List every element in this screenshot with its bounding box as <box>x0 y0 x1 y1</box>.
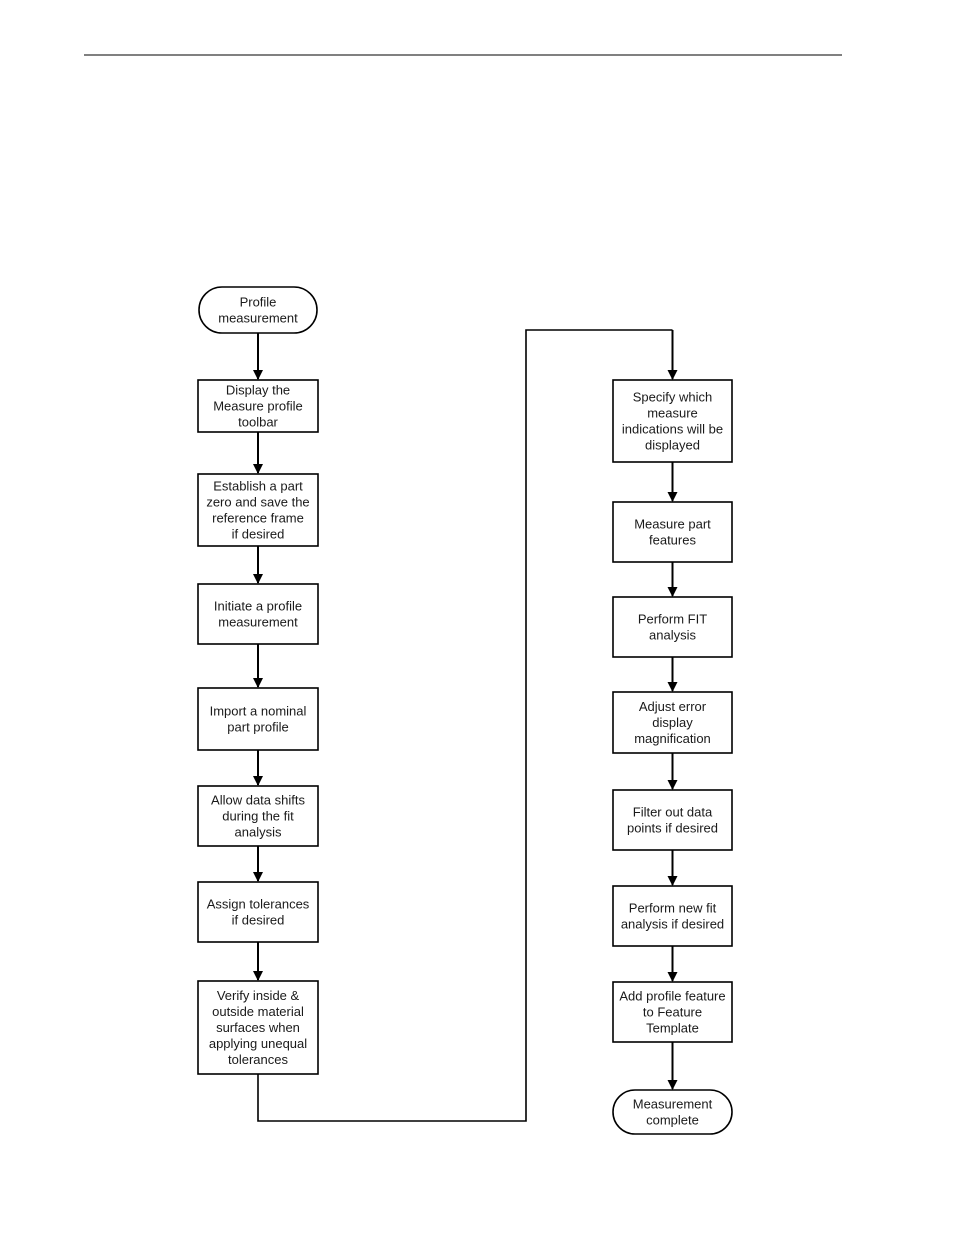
node-label-line: Allow data shifts <box>211 793 305 808</box>
node-label-line: Import a nominal <box>210 704 307 719</box>
node-label-line: Filter out data <box>633 805 713 820</box>
node-label-line: tolerances <box>228 1052 288 1067</box>
node-label-line: analysis if desired <box>621 917 724 932</box>
node-label-line: applying unequal <box>209 1036 307 1051</box>
node-label-line: if desired <box>232 913 285 928</box>
node-label-line: Establish a part <box>213 479 303 494</box>
terminal-shape <box>198 286 318 334</box>
node-label-line: indications will be <box>622 422 723 437</box>
node-label-line: Initiate a profile <box>214 599 302 614</box>
node-label-line: Measurement <box>633 1097 713 1112</box>
process-box <box>612 501 733 563</box>
node-label-line: measure <box>647 406 698 421</box>
process-box <box>197 980 319 1075</box>
node-label-line: Perform FIT <box>638 612 707 627</box>
node-label-line: reference frame <box>212 511 304 526</box>
process-box <box>197 583 319 645</box>
node-label-line: Profile <box>240 295 277 310</box>
process-box <box>197 881 319 943</box>
node-label-line: Template <box>646 1021 699 1036</box>
node-label-line: toolbar <box>238 415 278 430</box>
node-label-line: Perform new fit <box>629 901 717 916</box>
process-box <box>612 596 733 658</box>
node-label-line: measurement <box>218 615 298 630</box>
node-label-line: Adjust error <box>639 699 707 714</box>
node-label-line: Measure profile <box>213 399 303 414</box>
node-label-line: magnification <box>634 731 711 746</box>
node-label-line: measurement <box>218 311 298 326</box>
node-label-line: part profile <box>227 720 288 735</box>
node-label-line: during the fit <box>222 809 294 824</box>
flow-connectors <box>253 329 678 1122</box>
node-label-line: points if desired <box>627 821 718 836</box>
process-box <box>612 379 733 463</box>
node-label-line: display <box>652 715 693 730</box>
node-label-line: complete <box>646 1113 699 1128</box>
node-label-line: Display the <box>226 383 290 398</box>
column-connector-line <box>257 329 673 1122</box>
process-box <box>612 885 733 947</box>
node-label-line: Measure part <box>634 517 711 532</box>
node-label-line: if desired <box>232 527 285 542</box>
process-box <box>197 687 319 751</box>
flow-node-verify-surfaces: Verify inside &outside materialsurfaces … <box>197 980 319 1075</box>
node-label-line: displayed <box>645 438 700 453</box>
node-label-line: analysis <box>235 825 282 840</box>
process-box <box>612 789 733 851</box>
node-label-line: Add profile feature <box>619 989 725 1004</box>
node-label-line: features <box>649 533 696 548</box>
node-label-line: outside material <box>212 1004 304 1019</box>
node-label-line: Verify inside & <box>217 988 300 1003</box>
terminal-shape <box>612 1089 733 1135</box>
process-box <box>197 379 319 433</box>
process-box <box>612 981 733 1043</box>
node-label-line: to Feature <box>643 1005 702 1020</box>
process-box <box>197 473 319 547</box>
node-label-line: analysis <box>649 628 696 643</box>
node-label-line: Specify which <box>633 390 712 405</box>
process-box <box>197 785 319 847</box>
node-label-line: surfaces when <box>216 1020 300 1035</box>
process-box <box>612 691 733 754</box>
node-label-line: Assign tolerances <box>207 897 310 912</box>
node-label-line: zero and save the <box>206 495 309 510</box>
